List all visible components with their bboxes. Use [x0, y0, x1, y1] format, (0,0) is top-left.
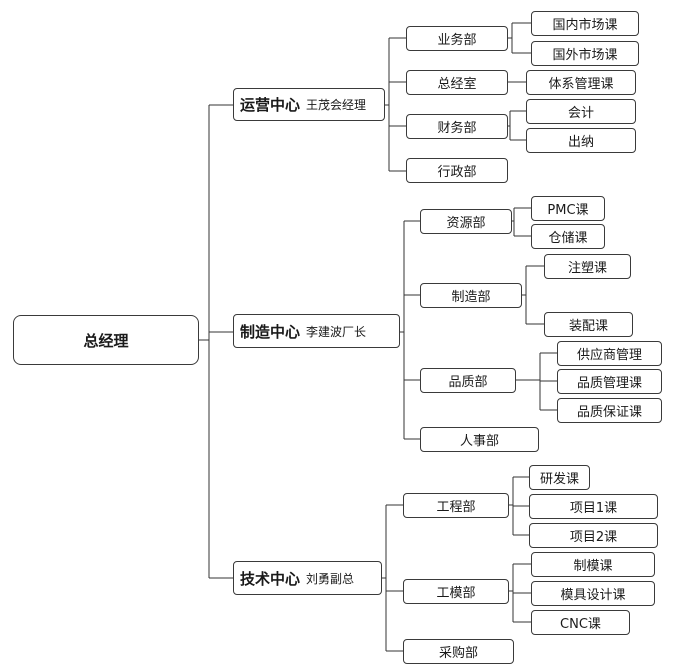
dept-node: 工程部	[403, 493, 509, 518]
center-person: 李建波厂长	[306, 324, 367, 339]
center-node-technology: 技术中心 刘勇副总	[233, 561, 382, 595]
center-node-manufacturing: 制造中心 李建波厂长	[233, 314, 400, 348]
section-node: 品质保证课	[557, 398, 662, 423]
center-name: 技术中心	[240, 569, 301, 588]
root-node-general-manager: 总经理	[13, 315, 199, 365]
section-node: 项目1课	[529, 494, 658, 519]
section-node: 模具设计课	[531, 581, 655, 606]
connector-ziyuan-sections	[512, 207, 531, 237]
dept-node: 业务部	[406, 26, 508, 51]
section-node: 仓储课	[531, 224, 605, 249]
center-person: 王茂会经理	[306, 98, 367, 112]
section-node: PMC课	[531, 196, 605, 221]
section-node: 制模课	[531, 552, 655, 577]
section-node: 项目2课	[529, 523, 658, 548]
section-node: 注塑课	[544, 254, 631, 279]
connector-gongmo-sections	[509, 563, 531, 623]
connector-tech-depts	[382, 504, 403, 652]
connector-root-centers	[199, 104, 233, 579]
center-name: 运营中心	[240, 96, 301, 114]
section-node: 品质管理课	[557, 369, 662, 394]
dept-node: 行政部	[406, 158, 508, 183]
section-node: 会计	[526, 99, 636, 124]
section-node: 国外市场课	[531, 41, 639, 66]
section-node: CNC课	[531, 610, 630, 635]
dept-node: 制造部	[420, 283, 522, 308]
connector-caiwu-sections	[508, 110, 526, 141]
center-name: 制造中心	[240, 322, 301, 341]
dept-node: 采购部	[403, 639, 514, 664]
connector-pinzhi-sections	[516, 352, 557, 411]
dept-node: 工模部	[403, 579, 509, 604]
section-node: 体系管理课	[526, 70, 636, 95]
section-node: 装配课	[544, 312, 633, 337]
connector-mfg-depts	[400, 220, 420, 440]
center-person: 刘勇副总	[306, 571, 355, 586]
section-node: 出纳	[526, 128, 636, 153]
center-node-operations: 运营中心 王茂会经理	[233, 88, 385, 121]
connector-zhizao-sections	[522, 265, 544, 325]
section-node: 研发课	[529, 465, 590, 490]
connector-yewu-sections	[508, 22, 531, 54]
dept-node: 财务部	[406, 114, 508, 139]
dept-node: 资源部	[420, 209, 512, 234]
dept-node: 总经室	[406, 70, 508, 95]
section-node: 供应商管理	[557, 341, 662, 366]
connector-gongcheng-sections	[509, 476, 529, 536]
section-node: 国内市场课	[531, 11, 639, 36]
dept-node: 品质部	[420, 368, 516, 393]
dept-node: 人事部	[420, 427, 539, 452]
connector-ops-depts	[385, 37, 406, 172]
